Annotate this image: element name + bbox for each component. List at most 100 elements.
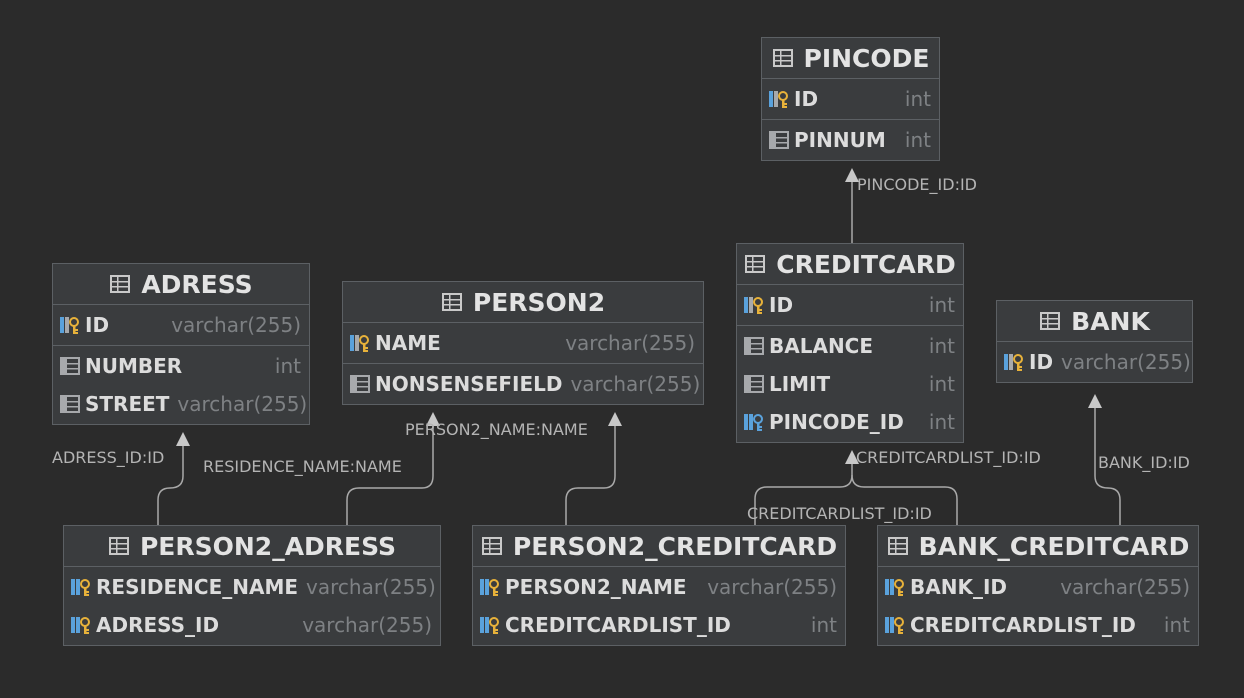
column-group: PERSON2_NAME varchar(255) CREDITCARDLIST_I… [473, 567, 845, 645]
column-icon [768, 129, 790, 151]
column-group: ID varchar(255) [997, 342, 1192, 382]
table-icon [772, 47, 794, 69]
column-type: varchar(255) [707, 575, 837, 599]
column-row[interactable]: NUMBER int [53, 347, 309, 385]
column-type: varchar(255) [570, 372, 701, 396]
column-name: BANK_ID [910, 575, 1008, 599]
column-name: LIMIT [769, 372, 831, 396]
column-row[interactable]: ID int [762, 80, 939, 118]
pk-fk-key-icon [479, 614, 501, 636]
relation-label-person2-name: PERSON2_NAME:NAME [405, 420, 588, 439]
column-row[interactable]: BALANCE int [737, 327, 963, 365]
table-name: ADRESS [141, 269, 253, 299]
column-name: RESIDENCE_NAME [96, 575, 299, 599]
column-name: PINCODE_ID [769, 410, 904, 434]
column-type: int [928, 293, 955, 317]
column-type: varchar(255) [1060, 575, 1190, 599]
column-row[interactable]: ID varchar(255) [997, 343, 1192, 381]
table-icon [108, 535, 130, 557]
column-type: varchar(255) [306, 575, 436, 599]
table-header[interactable]: BANK [997, 301, 1192, 342]
column-name: ID [769, 293, 794, 317]
column-type: int [928, 334, 955, 358]
column-name: STREET [85, 392, 170, 416]
column-name: NAME [375, 331, 441, 355]
column-name: PERSON2_NAME [505, 575, 687, 599]
column-row[interactable]: NAME varchar(255) [343, 324, 703, 362]
relation-label-pincode-id: PINCODE_ID:ID [857, 175, 977, 194]
relation-label-residence-name: RESIDENCE_NAME:NAME [203, 457, 402, 476]
column-type: int [1163, 613, 1190, 637]
column-name: BALANCE [769, 334, 874, 358]
column-name: ID [85, 313, 110, 337]
column-row[interactable]: PERSON2_NAME varchar(255) [473, 568, 845, 606]
column-row[interactable]: RESIDENCE_NAME varchar(255) [64, 568, 440, 606]
table-person2-creditcard[interactable]: PERSON2_CREDITCARD PERSON2_NAME varchar(25… [472, 525, 846, 646]
column-type: varchar(255) [565, 331, 695, 355]
column-row[interactable]: STREET varchar(255) [53, 385, 309, 423]
table-header[interactable]: PERSON2 [343, 282, 703, 323]
column-icon [743, 373, 765, 395]
column-name: ID [794, 87, 819, 111]
column-type: varchar(255) [1061, 350, 1191, 374]
column-type: int [274, 354, 301, 378]
table-person2-adress[interactable]: PERSON2_ADRESS RESIDENCE_NAME varchar(255)… [63, 525, 441, 646]
pk-fk-key-icon [70, 614, 92, 636]
table-header[interactable]: PERSON2_ADRESS [64, 526, 440, 567]
table-bank[interactable]: BANK ID varchar(255) [996, 300, 1193, 383]
pk-key-icon [768, 88, 790, 110]
table-name: PERSON2_ADRESS [139, 531, 397, 561]
column-row[interactable]: BANK_ID varchar(255) [878, 568, 1198, 606]
column-type: varchar(255) [171, 313, 301, 337]
column-type: varchar(255) [177, 392, 308, 416]
column-type: int [810, 613, 837, 637]
column-type: int [904, 128, 931, 152]
relation-label-creditcardlist-id: CREDITCARDLIST_ID:ID [856, 448, 1041, 467]
column-icon [743, 335, 765, 357]
column-type: int [928, 410, 955, 434]
table-icon [109, 273, 131, 295]
table-icon [744, 253, 766, 275]
column-name: NUMBER [85, 354, 183, 378]
column-row[interactable]: ID int [737, 286, 963, 324]
table-name: BANK [1071, 306, 1150, 336]
relation-label-creditcardlist-id: CREDITCARDLIST_ID:ID [747, 504, 932, 523]
table-header[interactable]: ADRESS [53, 264, 309, 305]
arrowhead [176, 432, 190, 446]
pk-key-icon [349, 332, 371, 354]
table-name: PERSON2 [472, 287, 606, 317]
column-group: NAME varchar(255) [343, 323, 703, 364]
column-row[interactable]: ID varchar(255) [53, 306, 309, 344]
fk-key-icon [743, 411, 765, 433]
column-row[interactable]: PINCODE_ID int [737, 403, 963, 441]
table-bank-creditcard[interactable]: BANK_CREDITCARD BANK_ID varchar(255) CREDIT… [877, 525, 1199, 646]
table-name: PERSON2_CREDITCARD [512, 531, 838, 561]
pk-key-icon [743, 294, 765, 316]
arrowhead [1088, 394, 1102, 408]
column-icon [349, 373, 371, 395]
relation-label-adress-id: ADRESS_ID:ID [52, 448, 165, 467]
table-header[interactable]: BANK_CREDITCARD [878, 526, 1198, 567]
table-header[interactable]: PINCODE [762, 38, 939, 79]
column-name: ID [1029, 350, 1054, 374]
column-type: int [904, 87, 931, 111]
table-header[interactable]: CREDITCARD [737, 244, 963, 285]
column-group: ID int [737, 285, 963, 326]
table-header[interactable]: PERSON2_CREDITCARD [473, 526, 845, 567]
